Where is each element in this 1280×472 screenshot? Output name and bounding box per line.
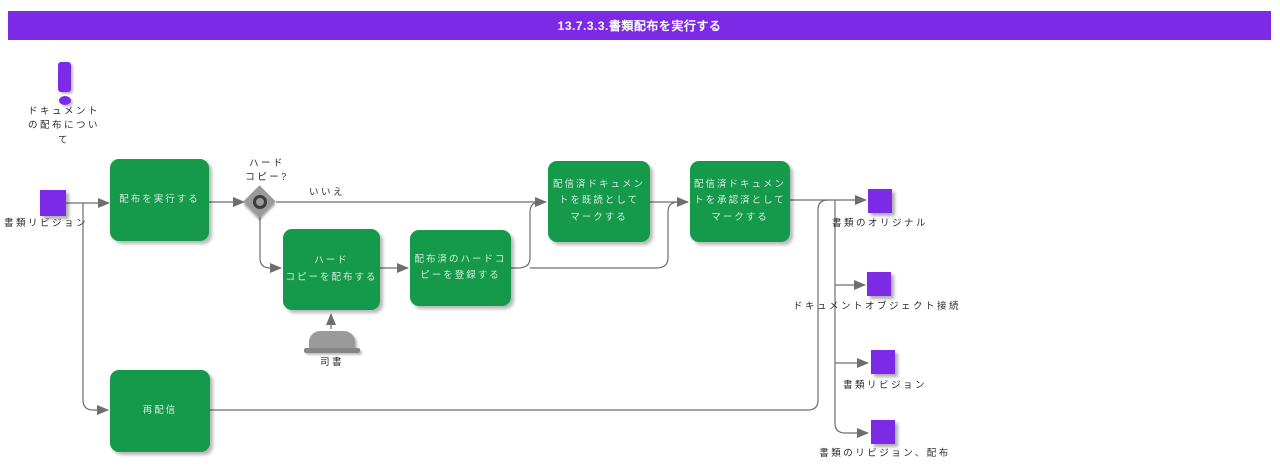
start-object-label: 書類リビジョン — [3, 218, 88, 229]
edge-start-to-redistribute — [82, 203, 109, 415]
task-redistribute[interactable]: 再配信 — [110, 370, 210, 452]
task-register-hardcopy[interactable]: 配布済のハードコ ピーを登録する — [410, 230, 511, 306]
note-label: ドキュメント の配布につい て — [27, 106, 100, 146]
gateway-no-branch-label: いいえ — [309, 187, 346, 198]
output-original-square[interactable] — [868, 189, 892, 213]
output-object-connection-label: ドキュメントオブジェクト接続 — [792, 301, 961, 312]
edge-register-to-markread — [511, 201, 541, 269]
output-original-label: 書類のオリジナル — [831, 218, 928, 229]
exclamation-icon[interactable] — [58, 62, 71, 92]
output-revision-distribution-label: 書類のリビジョン、配布 — [819, 448, 951, 459]
actor-label: 司書 — [319, 357, 344, 368]
gateway-circle-icon — [253, 195, 267, 209]
exclamation-dot-icon[interactable] — [59, 96, 71, 105]
gateway-label: ハード コピー? — [245, 158, 289, 184]
actor-librarian-base — [304, 348, 360, 353]
edge-branch-to-revision-distribution — [834, 200, 869, 438]
actor-librarian-icon[interactable] — [309, 331, 355, 349]
start-object-square[interactable] — [40, 190, 66, 216]
task-mark-read[interactable]: 配信済ドキュメン トを既読として マークする — [548, 161, 650, 242]
output-object-connection-square[interactable] — [867, 272, 891, 296]
process-title: 13.7.3.3.書類配布を実行する — [557, 19, 722, 33]
task-execute-distribution[interactable]: 配布を実行する — [110, 159, 209, 241]
output-revision-distribution-square[interactable] — [871, 420, 895, 444]
edge-redistribute-return — [210, 199, 829, 411]
output-revision-label: 書類リビジョン — [842, 380, 927, 391]
edge-gateway-to-hardcopy — [259, 217, 282, 273]
task-mark-approved[interactable]: 配信済ドキュメン トを承認済として マークする — [690, 161, 790, 242]
output-revision-square[interactable] — [871, 350, 895, 374]
task-distribute-hardcopy[interactable]: ハード コピーを配布する — [283, 229, 380, 310]
process-title-bar: 13.7.3.3.書類配布を実行する — [8, 11, 1271, 40]
edge-register-to-approved — [530, 201, 679, 269]
